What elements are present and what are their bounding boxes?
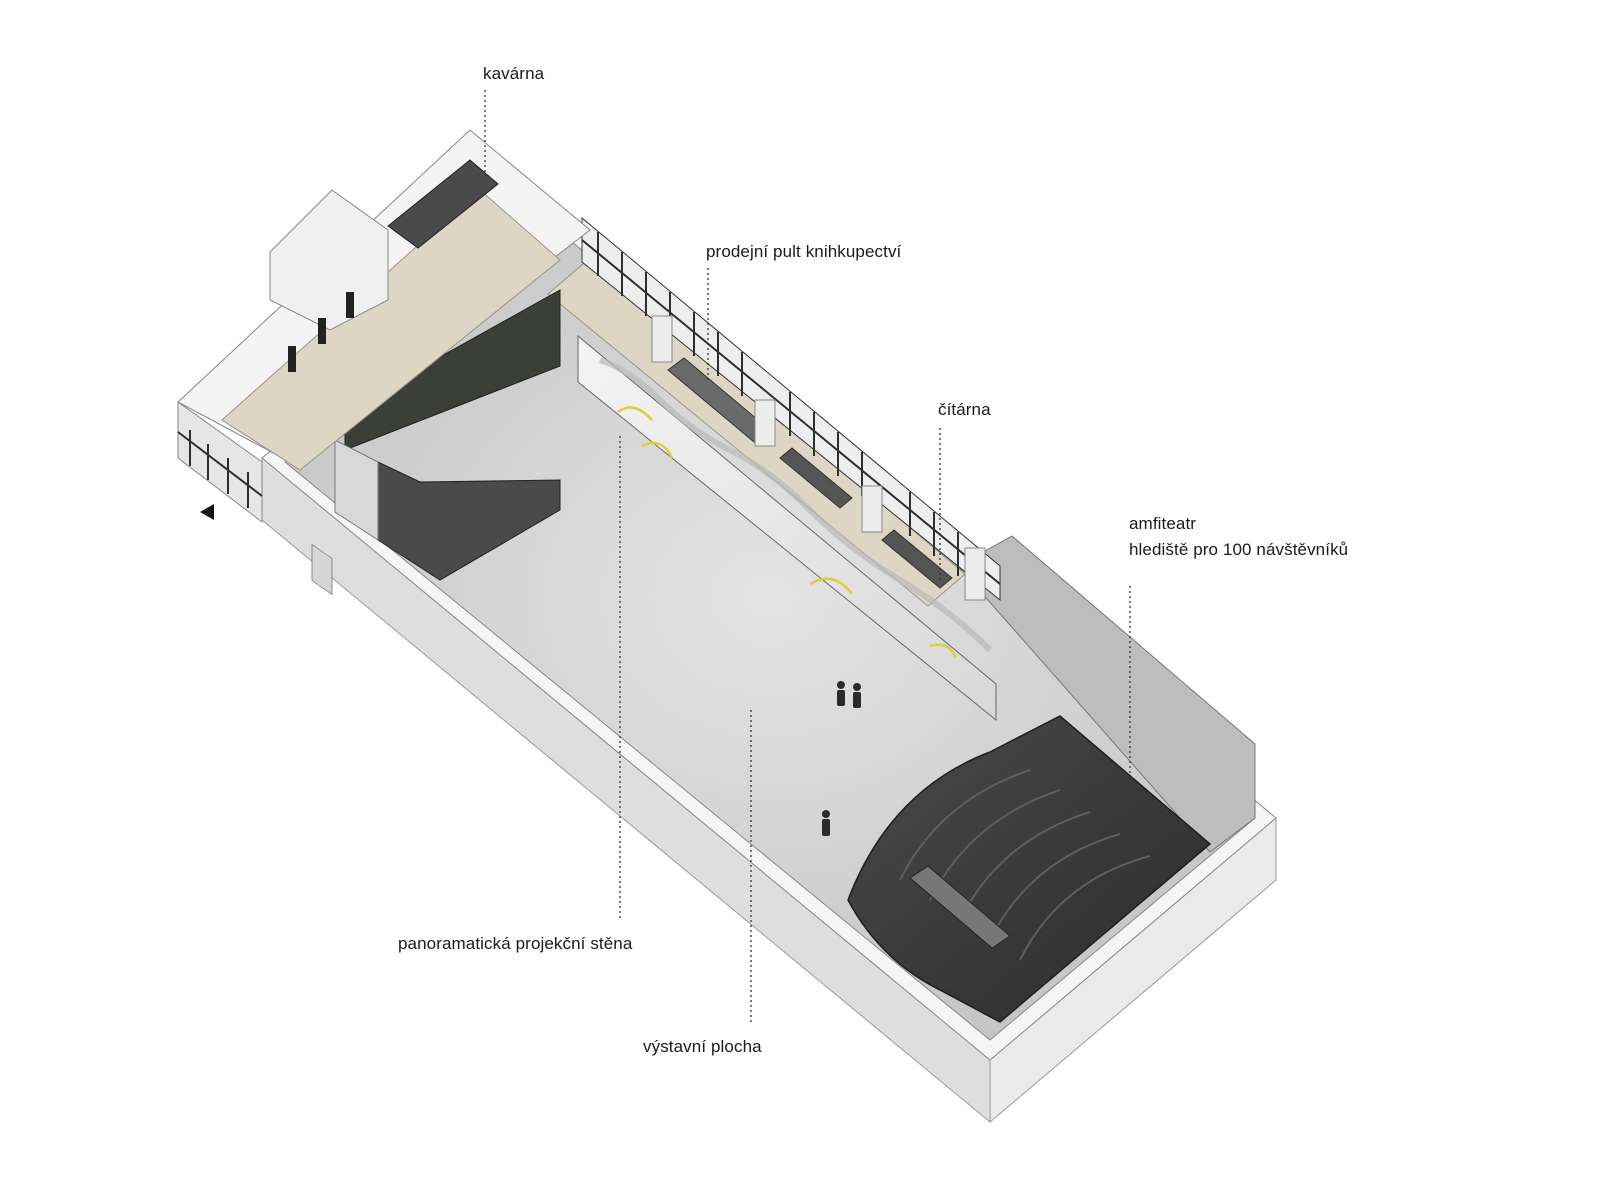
cafe-door-3 — [346, 292, 354, 318]
label-amphitheatre-title: amfiteatr — [1129, 514, 1197, 533]
entrance-arrow-icon — [200, 504, 214, 520]
cafe-door-1 — [288, 346, 296, 372]
cafe-glazing — [177, 430, 263, 508]
cafe-wing-front-wall — [177, 401, 263, 524]
pillar-3 — [861, 485, 883, 533]
label-amphitheatre-capacity: hlediště pro 100 návštěvníků — [1129, 540, 1349, 559]
amphitheatre — [847, 715, 1212, 1023]
reading-desk-1 — [779, 447, 853, 509]
amphitheatre-stair — [909, 865, 1011, 949]
label-cafe: kavárna — [483, 64, 545, 83]
person-2 — [853, 683, 861, 708]
projection-map-detail — [599, 357, 993, 653]
cafe-door-2 — [318, 318, 326, 344]
label-reading-room: čítárna — [938, 400, 991, 419]
person-1 — [837, 681, 845, 706]
projection-highlight-2 — [641, 441, 674, 459]
label-exhibition-area: výstavní plocha — [643, 1037, 762, 1056]
projection-highlight-1 — [617, 406, 653, 421]
hall-inner-wall-right — [957, 535, 1256, 853]
amphitheatre-seating — [847, 715, 1212, 1023]
label-projection-wall: panoramatická projekční stěna — [398, 934, 633, 953]
leader-lines — [484, 90, 1131, 1022]
person-3 — [822, 810, 830, 836]
projection-surface — [577, 334, 997, 722]
label-bookshop-counter: prodejní pult knihkupectví — [706, 242, 902, 261]
cafe-service-box — [269, 189, 389, 331]
projection-highlight-4 — [929, 643, 958, 659]
cafe-bar-counter — [387, 159, 499, 249]
cafe-wing — [177, 129, 591, 524]
reading-desk-2 — [881, 529, 953, 589]
side-door — [311, 543, 333, 596]
pillar-2 — [754, 399, 776, 447]
pillar-1 — [651, 315, 673, 363]
projection-highlight-3 — [809, 577, 853, 595]
window-transom — [581, 239, 1001, 585]
projection-wall — [577, 334, 997, 722]
reading-gallery — [547, 216, 1001, 607]
cafe-wing-floor — [221, 189, 561, 471]
stair-wall-light — [334, 439, 379, 541]
people — [822, 681, 861, 836]
entrance-platform — [334, 289, 561, 581]
pillar-4 — [964, 547, 986, 601]
dark-wall-panel — [344, 289, 561, 451]
